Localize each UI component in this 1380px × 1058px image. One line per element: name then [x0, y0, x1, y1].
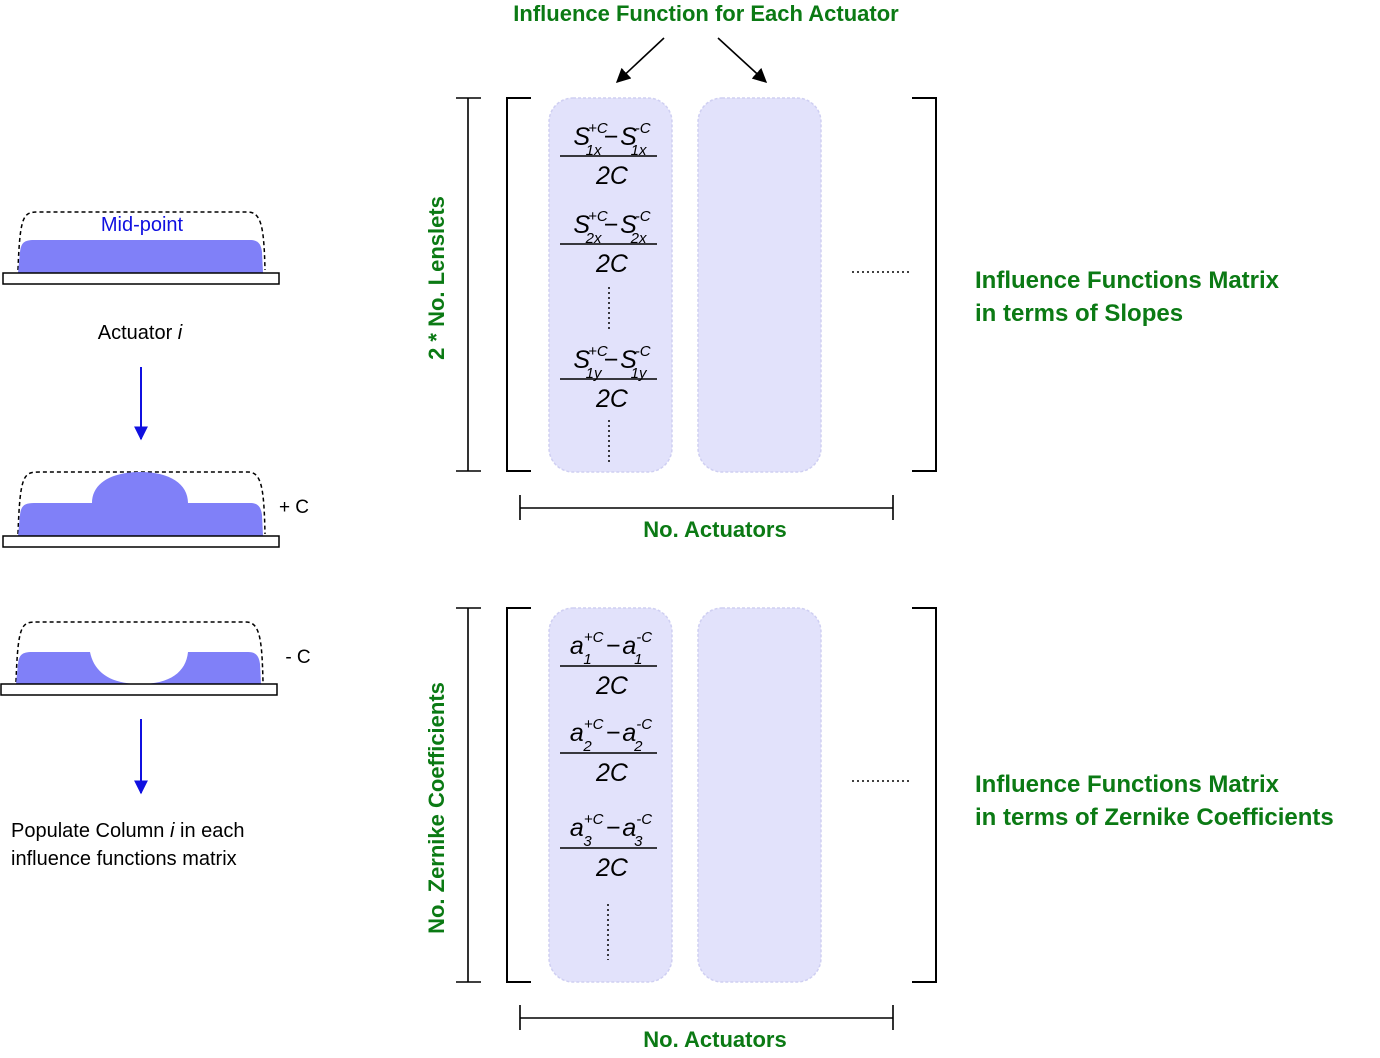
row-dimension-bracket: [456, 97, 481, 472]
mirror-envelope: [17, 471, 266, 535]
svg-text:2C: 2C: [595, 672, 629, 700]
minus-c-label: - C: [285, 647, 310, 668]
actuator-surface-pulled: [16, 652, 261, 684]
plus-c-label: + C: [279, 497, 309, 518]
mirror-base: [0, 683, 278, 696]
zernike-row-axis-label: No. Zernike Coefficients: [424, 682, 449, 934]
populate-line-2: influence functions matrix: [11, 848, 237, 870]
actuator-label: Actuator i: [98, 322, 183, 344]
actuator-column-1: [548, 607, 673, 983]
row-dimension-bracket: [456, 607, 481, 983]
slopes-caption-line-2: in terms of Slopes: [975, 300, 1183, 327]
zernike-caption-line-2: in terms of Zernike Coefficients: [975, 804, 1334, 831]
actuator-column-2: [697, 97, 822, 473]
populate-line-1: Populate Column i in each: [11, 820, 245, 842]
zernike-column-axis-label: No. Actuators: [643, 1027, 786, 1052]
actuator-surface: [18, 240, 263, 273]
svg-text:a+C1−a-C1: a+C1−a-C1: [570, 629, 652, 668]
svg-text:S+C1y−S-C1y: S+C1y−S-C1y: [573, 343, 650, 382]
svg-text:S+C2x−S-C2x: S+C2x−S-C2x: [573, 208, 650, 247]
svg-text:a+C3−a-C3: a+C3−a-C3: [570, 811, 652, 850]
actuator-plus-c-state: + C: [2, 471, 309, 548]
header-title: Influence Function for Each Actuator: [513, 1, 899, 26]
slopes-row-axis-label: 2 * No. Lenslets: [424, 196, 449, 360]
svg-text:2C: 2C: [595, 162, 629, 190]
mirror-base: [2, 535, 280, 548]
svg-text:2C: 2C: [595, 250, 629, 278]
svg-text:2C: 2C: [595, 854, 629, 882]
actuator-column-1: [548, 97, 673, 473]
actuator-surface-pushed: [18, 472, 263, 536]
slopes-column-axis-label: No. Actuators: [643, 517, 786, 542]
slopes-caption-line-1: Influence Functions Matrix: [975, 267, 1280, 294]
matrix-left-bracket: [506, 97, 531, 472]
column-dimension-bracket: [519, 495, 894, 520]
zernike-caption-line-1: Influence Functions Matrix: [975, 771, 1280, 798]
matrix-right-bracket: [912, 97, 937, 472]
column-dimension-bracket: [519, 1005, 894, 1030]
actuator-column-2: [697, 607, 822, 983]
svg-text:2C: 2C: [595, 759, 629, 787]
arrow-to-first-column: [615, 37, 665, 83]
mirror-base: [2, 272, 280, 285]
actuator-midpoint-state: Mid-point: [2, 211, 280, 285]
actuator-minus-c-state: - C: [0, 621, 311, 696]
mirror-envelope: [15, 621, 264, 683]
svg-text:2C: 2C: [595, 385, 629, 413]
matrix-left-bracket: [506, 607, 531, 983]
svg-text:a+C2−a-C2: a+C2−a-C2: [570, 716, 652, 755]
midpoint-label: Mid-point: [101, 214, 184, 236]
arrow-to-second-column: [717, 37, 768, 83]
svg-text:S+C1x−S-C1x: S+C1x−S-C1x: [573, 120, 650, 159]
matrix-right-bracket: [912, 607, 937, 983]
